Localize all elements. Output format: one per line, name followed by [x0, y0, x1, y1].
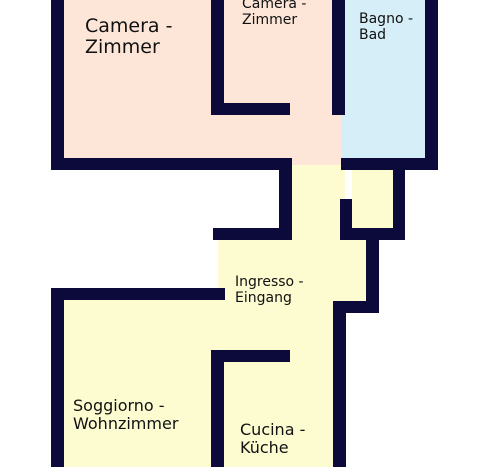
wall-living-top: [51, 288, 225, 300]
label-bedroom-small: Camera - Zimmer: [242, 0, 306, 28]
label-living-room: Soggiorno - Wohnzimmer: [73, 397, 178, 433]
label-kitchen-line2: Küche: [240, 437, 289, 457]
walls: [51, 0, 438, 467]
wall-corridor-left: [279, 158, 292, 240]
wall-entrance-right: [366, 228, 379, 313]
label-bedroom-large: Camera - Zimmer: [85, 15, 173, 59]
wall-bath-bottom: [341, 158, 438, 170]
label-entrance: Ingresso - Eingang: [235, 274, 304, 306]
wall-bedroom-left: [51, 0, 64, 170]
label-entrance-line1: Ingresso -: [235, 274, 304, 290]
wall-bedroom-partition: [211, 0, 224, 115]
wall-bedroom-bottom: [51, 158, 292, 170]
wall-kitchen-top: [211, 350, 290, 362]
label-kitchen-line1: Cucina -: [240, 420, 306, 439]
wall-nook-right: [393, 158, 405, 240]
label-bedroom-large-line1: Camera -: [85, 15, 173, 37]
wall-small-bedroom-bottom: [211, 103, 290, 115]
wall-kitchen-right: [333, 301, 346, 467]
room-fills: [57, 0, 432, 467]
wall-kitchen-partition: [211, 350, 224, 467]
label-bedroom-large-line2: Zimmer: [85, 36, 160, 59]
label-kitchen: Cucina - Küche: [240, 421, 305, 457]
label-bedroom-small-line1: Camera -: [242, 0, 307, 12]
wall-bath-right: [425, 0, 438, 170]
label-bathroom: Bagno - Bad: [359, 11, 414, 43]
label-entrance-line2: Eingang: [235, 289, 292, 306]
label-living-room-line1: Soggiorno -: [73, 396, 165, 415]
wall-living-left: [51, 288, 64, 467]
living-room-area: [57, 294, 338, 467]
bedroom-large-area: [57, 0, 341, 165]
wall-corridor-ledge: [213, 228, 292, 240]
label-bathroom-line1: Bagno -: [359, 11, 414, 27]
bathroom-area: [341, 0, 432, 165]
label-bathroom-line2: Bad: [359, 26, 387, 43]
wall-bath-left: [332, 0, 345, 115]
label-living-room-line2: Wohnzimmer: [73, 413, 179, 433]
label-bedroom-small-line2: Zimmer: [242, 11, 298, 28]
